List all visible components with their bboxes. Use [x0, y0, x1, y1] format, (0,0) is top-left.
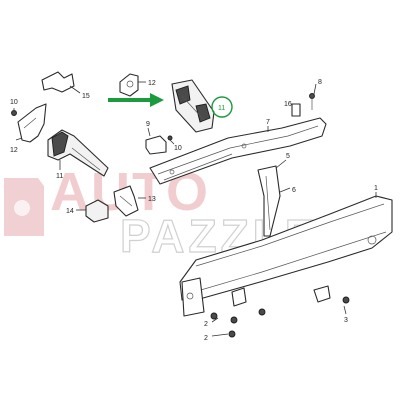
part-9-bracket: [145, 127, 175, 155]
callout-15: 15: [82, 93, 90, 100]
callout-13: 13: [148, 196, 156, 203]
part-11-left-mount: [47, 129, 109, 177]
bolt-2a-icon: [210, 312, 218, 320]
part-2-bolts: [210, 308, 266, 338]
part-12-plate: [119, 73, 146, 97]
callout-11-center: 11: [218, 105, 225, 112]
callout-12-top: 12: [148, 80, 156, 87]
bolt-3-icon: [342, 296, 350, 304]
bolt-2c-icon: [258, 308, 266, 316]
bolt-8-icon: [309, 93, 315, 99]
part-11-center-bracket: [171, 79, 233, 133]
bolt-2b-icon: [230, 316, 238, 324]
callout-10-left: 10: [10, 99, 18, 106]
part-15-plate: [41, 71, 81, 94]
callout-3: 3: [344, 317, 348, 324]
part-5-vertical-strut: [257, 159, 291, 237]
part-8-bolt: [309, 83, 317, 110]
part-16-clip: [291, 103, 301, 117]
bolt-2d-icon: [228, 330, 236, 338]
callout-labels: 10 12 15 11 12 11 9 10 7 16 8 5 6 13 14 …: [10, 79, 378, 342]
bolt-10-center-icon: [167, 135, 173, 141]
callout-1: 1: [374, 185, 378, 192]
part-7-upper-crossmember: [149, 117, 327, 185]
callout-2-upper: 2: [204, 321, 208, 328]
watermark-logo-icon: [4, 178, 44, 236]
callout-12-left: 12: [10, 147, 18, 154]
part-12-left-bracket: [11, 103, 47, 143]
callout-8: 8: [318, 79, 322, 86]
callout-6: 6: [292, 187, 296, 194]
part-14-bracket: [76, 199, 109, 223]
callout-7: 7: [266, 119, 270, 126]
callout-5: 5: [286, 153, 290, 160]
part-13-bracket: [113, 185, 146, 217]
part-1-bumper-beam: [179, 192, 393, 317]
highlight-circle-icon: [211, 96, 233, 118]
bolt-10-icon: [11, 110, 17, 116]
callout-10-center: 10: [174, 145, 182, 152]
callout-9: 9: [146, 121, 150, 128]
callout-14: 14: [66, 208, 74, 215]
part-3-bracket: [313, 285, 350, 315]
callout-2-lower: 2: [204, 335, 208, 342]
callout-11-left: 11: [56, 173, 63, 180]
callout-16: 16: [284, 101, 292, 108]
highlight-arrow-icon: [108, 93, 164, 107]
